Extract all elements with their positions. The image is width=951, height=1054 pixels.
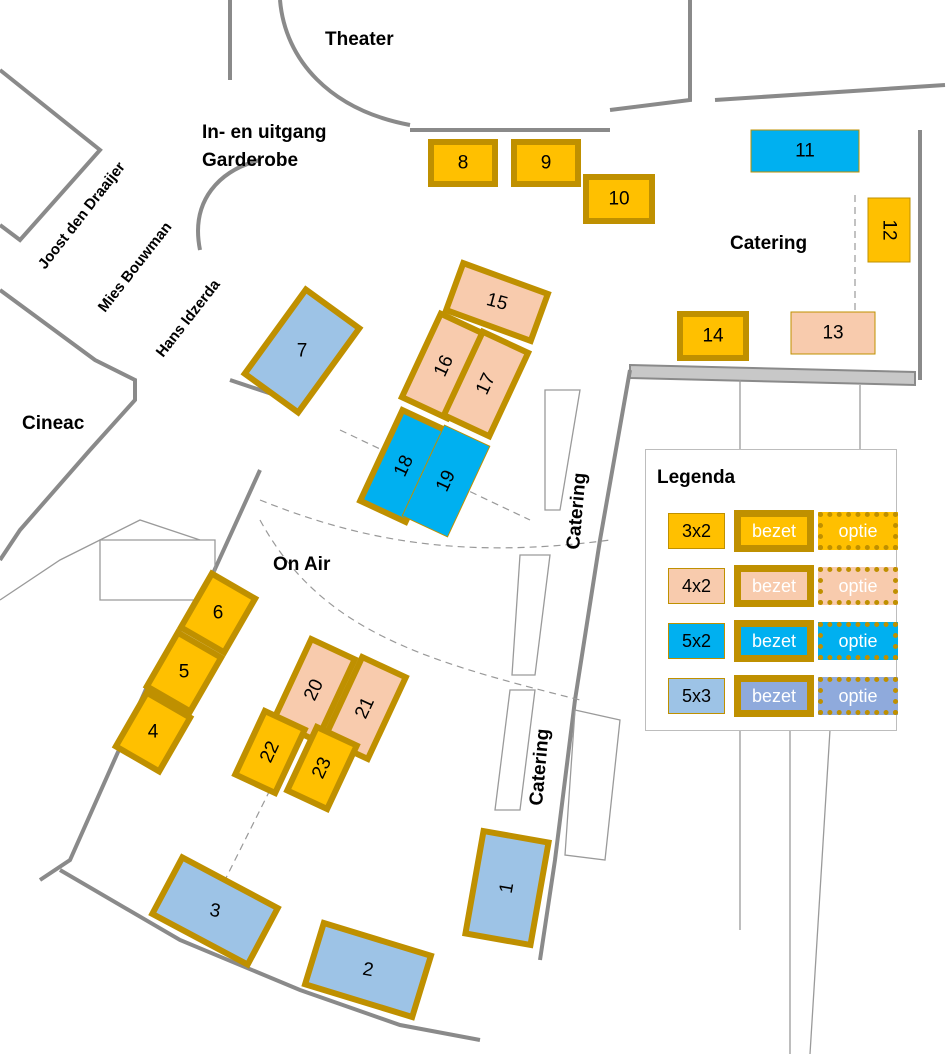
booth-number: 11	[795, 141, 815, 162]
label-catering-mid: Catering	[563, 472, 591, 551]
label-catering-low: Catering	[526, 728, 554, 807]
booth-16[interactable]: 16	[397, 309, 491, 423]
booth-22[interactable]: 22	[231, 706, 309, 798]
label-room-mies: Mies Bouwman	[95, 219, 176, 316]
legend-bezet-swatch: bezet	[734, 510, 814, 552]
booth-19[interactable]: 19	[401, 424, 491, 538]
booth-6[interactable]: 6	[176, 569, 260, 657]
booth-shape[interactable]	[148, 853, 282, 969]
booth-14[interactable]: 14	[677, 311, 749, 361]
booth-7[interactable]: 7	[240, 285, 364, 417]
booth-number: 2	[361, 959, 375, 982]
booth-3[interactable]: 3	[148, 853, 282, 969]
booth-number: 14	[702, 326, 724, 347]
legend-size-swatch: 5x2	[668, 623, 725, 659]
booth-shape[interactable]	[142, 628, 226, 716]
label-cloakroom: Garderobe	[202, 150, 298, 171]
booth-15[interactable]: 15	[442, 259, 552, 345]
label-room-joost: Joost den Draaijer	[35, 159, 129, 273]
booth-11[interactable]: 11	[750, 129, 860, 173]
booth-shape[interactable]	[231, 706, 309, 798]
legend-optie-swatch: optie	[818, 567, 898, 605]
booth-number: 7	[297, 341, 308, 362]
booth-1[interactable]: 1	[461, 827, 553, 949]
booth-5[interactable]: 5	[142, 628, 226, 716]
booth-number: 1	[496, 881, 519, 895]
legend-optie-swatch: optie	[818, 512, 898, 550]
booth-shape[interactable]	[283, 722, 361, 814]
legend-bezet-swatch: bezet	[734, 620, 814, 662]
booth-number: 4	[148, 722, 159, 743]
legend-size-swatch: 3x2	[668, 513, 725, 549]
legend-title: Legenda	[657, 467, 736, 488]
legend-size-swatch: 5x3	[668, 678, 725, 714]
legend-optie-swatch: optie	[818, 677, 898, 715]
booth-number: 12	[879, 219, 900, 240]
booth-shape[interactable]	[461, 827, 553, 949]
label-room-hans: Hans Idzerda	[153, 276, 224, 361]
booth-13[interactable]: 13	[790, 311, 876, 355]
booth-shape[interactable]	[111, 688, 195, 776]
booth-shape[interactable]	[867, 197, 911, 263]
booth-shape[interactable]	[240, 285, 364, 417]
booth-12[interactable]: 12	[867, 197, 911, 263]
booth-shape[interactable]	[301, 919, 435, 1021]
booth-18[interactable]: 18	[356, 406, 452, 526]
booth-shape[interactable]	[750, 129, 860, 173]
label-entrance: In- en uitgang	[202, 122, 327, 143]
legend-optie-swatch: optie	[818, 622, 898, 660]
booth-number: 5	[179, 662, 190, 683]
booth-2[interactable]: 2	[301, 919, 435, 1021]
booth-number: 6	[213, 603, 224, 624]
booth-23[interactable]: 23	[283, 722, 361, 814]
booth-number: 3	[208, 900, 222, 923]
booth-number: 10	[608, 189, 629, 210]
legend-bezet-swatch: bezet	[734, 675, 814, 717]
label-cineac: Cineac	[22, 413, 85, 434]
booth-4[interactable]: 4	[111, 688, 195, 776]
legend-size-swatch: 4x2	[668, 568, 725, 604]
legend-bezet-swatch: bezet	[734, 565, 814, 607]
booth-shape[interactable]	[583, 174, 655, 224]
booth-number: 13	[822, 323, 843, 344]
booth-shape[interactable]	[428, 139, 498, 187]
booth-shape[interactable]	[442, 259, 552, 345]
label-catering-top: Catering	[730, 233, 807, 254]
booth-shape[interactable]	[439, 327, 533, 441]
booth-shape[interactable]	[511, 139, 581, 187]
booth-number: 8	[458, 153, 469, 174]
booth-17[interactable]: 17	[439, 327, 533, 441]
booth-number: 9	[541, 153, 552, 174]
booth-shape[interactable]	[790, 311, 876, 355]
booth-9[interactable]: 9	[511, 139, 581, 187]
label-on-air: On Air	[273, 554, 331, 575]
booth-shape[interactable]	[401, 424, 491, 538]
booth-10[interactable]: 10	[583, 174, 655, 224]
label-theater: Theater	[325, 29, 394, 50]
booth-shape[interactable]	[677, 311, 749, 361]
booth-shape[interactable]	[176, 569, 260, 657]
booth-8[interactable]: 8	[428, 139, 498, 187]
